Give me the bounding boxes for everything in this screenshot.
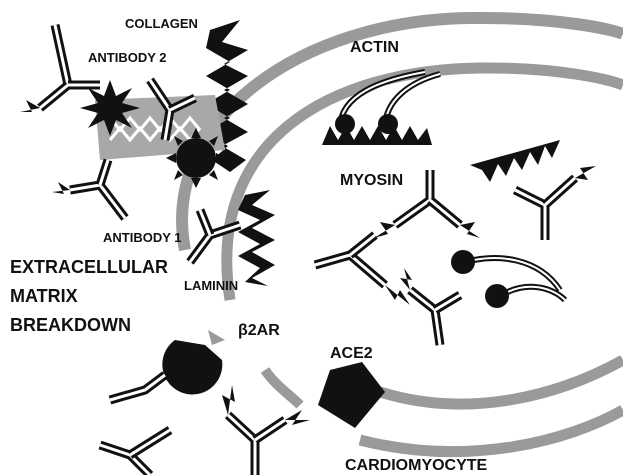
- label-ecm-line2: MATRIX: [10, 286, 78, 306]
- antibody-1-icon: [52, 160, 125, 218]
- label-ace2: ACE2: [330, 345, 373, 362]
- laminin-fiber-icon: [238, 190, 275, 286]
- label-laminin: LAMININ: [184, 278, 238, 293]
- antibody-center-bottom-icon: [400, 268, 460, 345]
- label-collagen: COLLAGEN: [125, 16, 198, 31]
- label-actin: ACTIN: [350, 39, 399, 56]
- b2ar-receptor-icon: [110, 330, 225, 400]
- label-antibody-2: ANTIBODY 2: [88, 50, 167, 65]
- antibody-center-left-icon: [315, 235, 410, 305]
- myosin-hook-icon: [451, 250, 565, 308]
- myosin-head-icon: [335, 72, 440, 134]
- label-myosin: MYOSIN: [340, 172, 403, 189]
- label-cardiomyocyte: CARDIOMYOCYTE: [345, 457, 488, 474]
- antibody-2-icon: [20, 25, 100, 112]
- ace2-receptor-icon: [318, 362, 385, 428]
- label-ecm-line3: BREAKDOWN: [10, 315, 131, 335]
- antibody-bottom-left-icon: [100, 430, 170, 475]
- actin-filament-right-icon: [470, 140, 596, 240]
- label-antibody-1: ANTIBODY 1: [103, 230, 182, 245]
- sun-molecule-icon: [166, 128, 226, 188]
- label-b2ar: β2AR: [238, 322, 280, 339]
- label-ecm-line1: EXTRACELLULAR: [10, 257, 168, 277]
